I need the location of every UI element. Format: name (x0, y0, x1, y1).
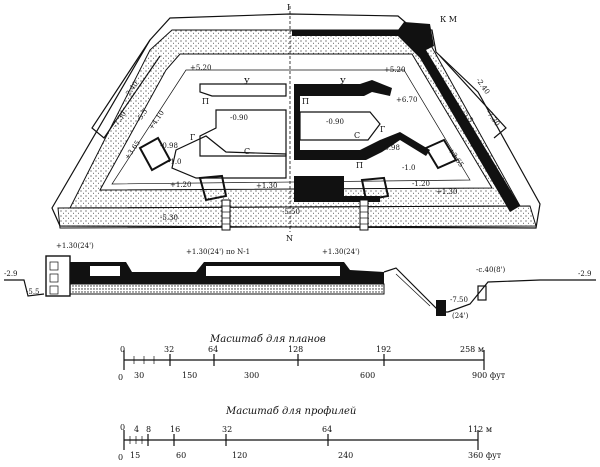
north-mark-bottom: N (286, 234, 293, 243)
scale-caption: Масштаб для планов (209, 334, 326, 345)
room-letter: Г (380, 125, 385, 134)
scale-tick: 30 (134, 371, 144, 380)
scale-tick: 112 м (468, 425, 492, 434)
elevation-label: -0.90 (230, 114, 248, 122)
profile-ground-left (4, 279, 45, 297)
profile-glacis (447, 279, 596, 313)
scale-caption: Масштаб для профилей (225, 406, 356, 417)
scale-tick: 240 (338, 451, 353, 460)
bottom-band (57, 205, 537, 229)
right-inner-wall-1 (294, 80, 392, 150)
scale-profiles: Масштаб для профилей 0 4 8 16 32 64 112 … (118, 406, 502, 462)
elevation-label: -5.30 (160, 214, 178, 222)
profile-elevation: (24') (452, 312, 469, 320)
scale-tick: 32 (222, 425, 232, 434)
right-barrack-block (294, 176, 344, 200)
profile-elevation: +1.30(24') (56, 242, 94, 250)
outer-outline (51, 13, 541, 229)
left-bridge (221, 199, 231, 231)
left-gorge (171, 135, 287, 179)
profile-elevation: -5.5 (26, 288, 40, 296)
room-letter: С (354, 131, 360, 140)
profile-elevation: -с.40(8') (476, 266, 506, 274)
left-barracks (199, 83, 287, 97)
north-mark-top: I (287, 3, 290, 12)
room-letter: П (302, 161, 309, 170)
profile-right-wall (436, 300, 446, 316)
right-bridge (359, 199, 369, 231)
elevation-label: +5.20 (384, 66, 405, 74)
scale-tick: 15 (130, 451, 140, 460)
right-inner-wall-2 (294, 132, 430, 160)
room-letter: П (356, 161, 363, 170)
scale-tick: 600 (360, 371, 375, 380)
profile-elevation: -7.50 (450, 296, 468, 304)
scale-tick: 64 (322, 425, 332, 434)
scale-tick: 192 (376, 345, 391, 354)
elevation-label: -1.0 (402, 164, 416, 172)
scale-tick: 300 (244, 371, 259, 380)
right-gorge (299, 111, 381, 141)
parade-outline (111, 69, 471, 185)
scale-tick: 32 (164, 345, 174, 354)
scale-plans: Масштаб для планов 0 32 64 128 192 258 м… (118, 334, 506, 382)
scale-tick: 258 м (460, 345, 484, 354)
scale-tick: 900 фут (472, 371, 506, 380)
room-letter: П (202, 97, 209, 106)
elevation-label: +5.20 (190, 64, 211, 72)
profile-casemate-inner (90, 266, 340, 276)
right-caponier (424, 138, 458, 170)
scale-tick: 150 (182, 371, 197, 380)
scale-tick: 0 (120, 345, 125, 354)
elevation-label: -1.20 (412, 180, 430, 188)
elevation-label: -2.40 (474, 77, 491, 96)
room-letter: У (244, 77, 250, 86)
fort-plan: I N К М +5.20 +5.20 -2.40 -2.40 -7.30 -7… (51, 3, 541, 243)
scale-tick: 16 (170, 425, 180, 434)
profile-elevation: +1.30(24') (322, 248, 360, 256)
elevation-label: -0.98 (382, 144, 400, 152)
corner-label: К М (440, 15, 457, 24)
elevation-label: -0.98 (160, 142, 178, 150)
room-letter: Г (190, 133, 195, 142)
elevation-label: -1.0 (168, 158, 182, 166)
elevation-label: -7.30 (484, 109, 501, 128)
scale-tick: 4 (134, 425, 139, 434)
elevation-label: -0.90 (326, 118, 344, 126)
scale-tick: 8 (146, 425, 151, 434)
profile-elevation: +1.30(24') по N-1 (186, 248, 250, 256)
profile-elevation: -2.9 (4, 270, 18, 278)
elevation-label: +4.10 (147, 109, 166, 131)
elevation-label: +3.65 (446, 147, 465, 169)
elevation-label: +6.70 (396, 96, 417, 104)
scale-tick: 0 (120, 423, 125, 432)
scale-tick: 120 (232, 451, 247, 460)
scale-tick: 64 (208, 345, 218, 354)
room-letter: С (244, 147, 250, 156)
right-counterscarp (439, 55, 507, 139)
room-letter: У (340, 77, 346, 86)
left-caponier (138, 136, 172, 172)
right-ditch-wall (294, 196, 380, 202)
scale-tick: 128 (288, 345, 303, 354)
elevation-label: +1.20 (170, 181, 191, 189)
left-inner-casemate (199, 109, 287, 157)
profile-foundation (69, 283, 385, 295)
elevation-label: +1.30 (256, 182, 277, 190)
elevation-label: -5.50 (282, 208, 300, 216)
right-bastion-nose (360, 176, 390, 202)
scale-tick: 60 (176, 451, 186, 460)
scale-tick: 360 фут (468, 451, 502, 460)
fort-profile: +1.30(24') +1.30(24') по N-1 +1.30(24') … (4, 242, 596, 320)
scale-tick: 0 (118, 453, 123, 462)
scale-tick: 0 (118, 373, 123, 382)
profile-elevation: -2.9 (578, 270, 592, 278)
left-bastion-nose (198, 174, 228, 202)
room-letter: П (302, 97, 309, 106)
elevation-label: +1.30 (436, 188, 457, 196)
